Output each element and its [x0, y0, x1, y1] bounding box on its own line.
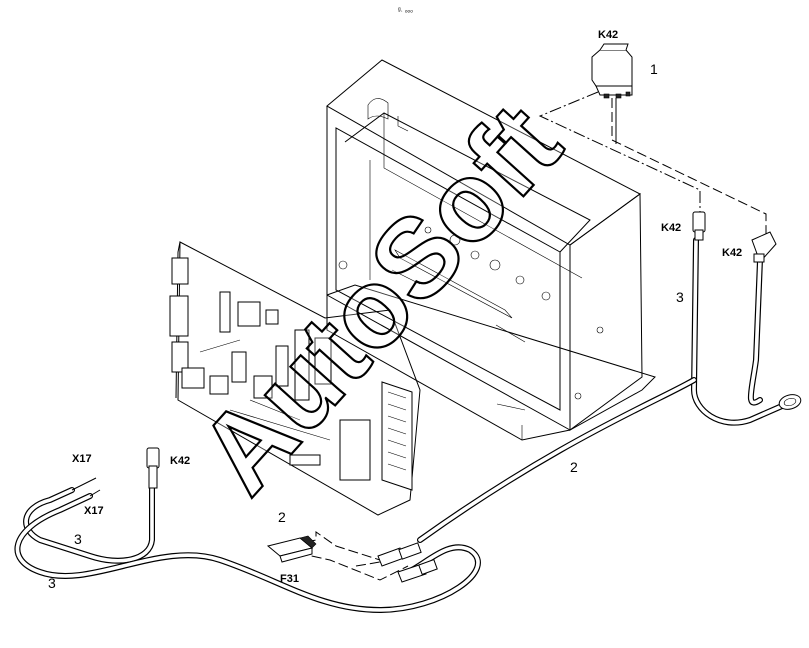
label-k42-left: K42: [170, 455, 190, 467]
label-x17-top: X17: [72, 453, 92, 465]
label-item-3-right: 3: [676, 289, 684, 305]
connector-k42-right-b: [751, 231, 777, 263]
label-item-3-left-b: 3: [48, 575, 56, 591]
x17-wire-ends: [71, 477, 101, 497]
label-x17-bottom: X17: [84, 505, 104, 517]
connector-k42-left: [146, 447, 160, 489]
label-item-1: 1: [650, 61, 658, 77]
connector-cable-3-end: [397, 558, 438, 583]
connector-cable-2-end: [377, 542, 422, 567]
label-f31: F31: [280, 573, 299, 585]
label-k42-connector-a: K42: [661, 222, 681, 234]
fuse-holder-f31: [266, 535, 317, 563]
label-k42-connector-b: K42: [722, 247, 742, 259]
cable-right-k42-a: [691, 237, 785, 426]
label-item-3-left-a: 3: [74, 531, 82, 547]
watermark-text: AutoSoft: [175, 81, 584, 516]
cable-3-long: [14, 493, 481, 613]
label-k42-relay: K42: [598, 29, 618, 41]
circuit-board: [169, 241, 421, 516]
control-box-housing: [326, 59, 656, 441]
cable-right-k42-b: [747, 257, 763, 406]
cable-2: [417, 377, 697, 543]
connector-k42-right-a: [692, 211, 706, 241]
relay-k42: [591, 43, 633, 99]
eyelet-terminal: [778, 394, 802, 410]
header-mark: ᵍ˒ ₒₒₒ: [398, 7, 413, 14]
label-item-2-fuse: 2: [278, 509, 286, 525]
cable-3-left: [23, 485, 155, 564]
label-item-2-cable: 2: [570, 459, 578, 475]
